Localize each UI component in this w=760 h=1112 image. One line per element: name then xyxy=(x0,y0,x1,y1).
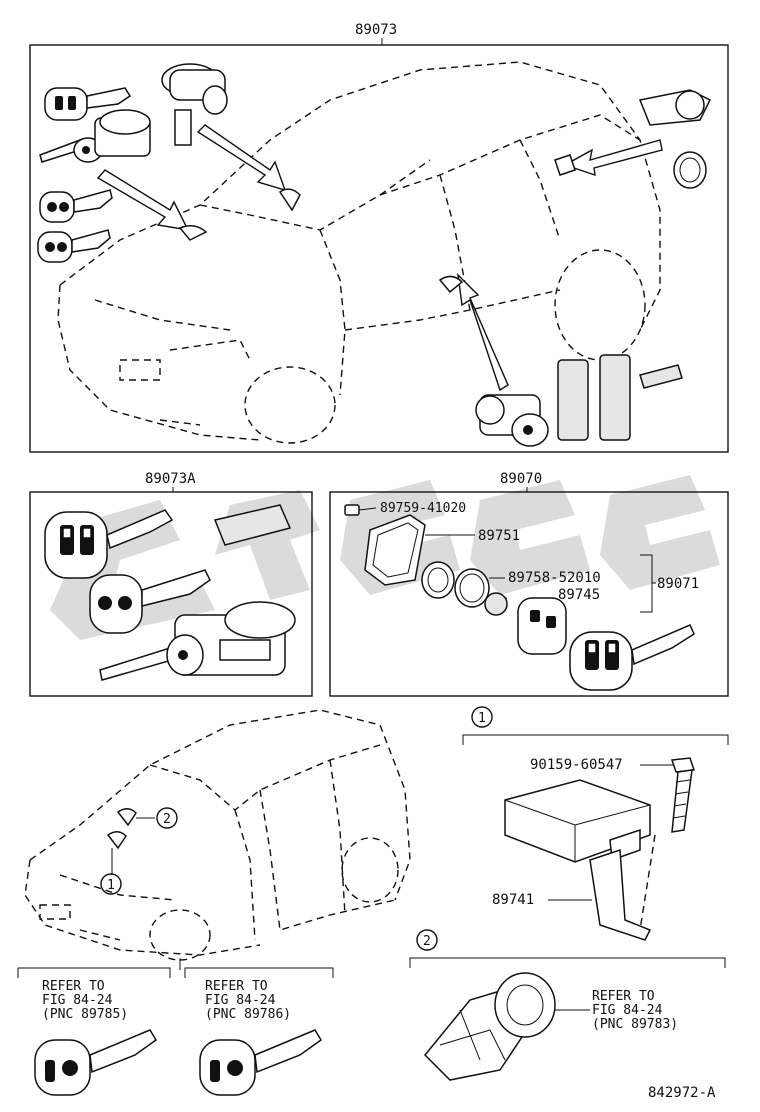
door-lock-cylinder xyxy=(475,394,549,447)
back-door-lock xyxy=(638,89,712,189)
ref-left-bracket xyxy=(17,967,171,978)
arrow-hood xyxy=(196,124,287,192)
cover-89751 xyxy=(364,514,426,586)
label-89741: 89741 xyxy=(492,892,534,908)
mount-point-2 xyxy=(116,808,137,827)
door-mount-point xyxy=(438,275,464,294)
hood-lock xyxy=(161,63,228,146)
detail-2-text: 2 xyxy=(423,934,431,949)
ref-left-line1: REFER TO xyxy=(42,979,105,994)
ref-mid-line1: REFER TO xyxy=(205,979,268,994)
arrow-door-left xyxy=(96,169,190,231)
ref-right-line1: REFER TO xyxy=(592,989,655,1004)
arrow-door-lock xyxy=(457,273,509,392)
back-door-mount xyxy=(554,154,576,176)
oring-89758-inner xyxy=(459,573,485,603)
bracket-89741 xyxy=(589,848,652,941)
callout-1-text: 1 xyxy=(107,878,115,893)
gasket-1 xyxy=(557,359,589,441)
arrow-back-door xyxy=(563,139,663,177)
ecu-module-89741 xyxy=(504,779,651,863)
ref-mid-line2: FIG 84-24 xyxy=(205,993,276,1008)
key-cylinder-top xyxy=(39,109,151,163)
ignition-cylinder-a xyxy=(99,601,296,681)
box-89073 xyxy=(29,44,729,453)
detail-1-callout xyxy=(471,706,493,728)
callout-2-text: 2 xyxy=(163,812,171,827)
key-a-2 xyxy=(89,569,211,634)
clip-ring-inner xyxy=(427,567,449,593)
label-89071: 89071 xyxy=(657,576,699,592)
remote-transmitter xyxy=(517,597,567,655)
detail-1-bracket xyxy=(462,734,729,745)
key-2 xyxy=(39,189,113,223)
key-1 xyxy=(44,87,132,121)
ref-mid-bracket xyxy=(184,967,334,978)
hood-mount-point xyxy=(278,188,301,212)
label-90159: 90159-60547 xyxy=(530,757,623,773)
detail-2-callout xyxy=(416,929,438,951)
callout-1 xyxy=(100,873,122,895)
label-89758: 89758-52010 xyxy=(508,570,601,586)
callout-2 xyxy=(156,807,178,829)
battery-89745 xyxy=(484,592,508,616)
label-89073: 89073 xyxy=(355,22,397,38)
box-89073A xyxy=(29,491,313,697)
cover-89751-inner xyxy=(372,522,419,578)
ref-mid-line3: (PNC 89786) xyxy=(205,1007,291,1022)
ref-left-line3: (PNC 89785) xyxy=(42,1007,128,1022)
ref-right-line3: (PNC 89783) xyxy=(592,1017,678,1032)
key-plate xyxy=(639,364,683,389)
ignition-switch-assembly xyxy=(423,972,556,1081)
label-89073A: 89073A xyxy=(145,471,196,487)
detail-2-bracket xyxy=(409,957,726,968)
bolt-line-dash xyxy=(639,834,656,931)
label-89759: 89759-41020 xyxy=(380,501,466,516)
ref-right-line2: FIG 84-24 xyxy=(592,1003,663,1018)
box-89070 xyxy=(329,491,729,697)
key-plate-a xyxy=(213,504,292,546)
key-ref-mid xyxy=(199,1029,322,1096)
mount-point-1 xyxy=(106,831,127,850)
key-remote-a xyxy=(44,509,174,579)
gasket-2 xyxy=(599,354,631,441)
label-89745: 89745 xyxy=(558,587,600,603)
cylinder-mount-point xyxy=(178,225,208,241)
bolt-90159 xyxy=(670,757,696,833)
label-89751: 89751 xyxy=(478,528,520,544)
key-ref-left xyxy=(34,1029,157,1096)
detail-1-text: 1 xyxy=(478,711,486,726)
diagram-code: 842972-A xyxy=(648,1085,716,1101)
key-3 xyxy=(37,229,111,263)
label-89070: 89070 xyxy=(500,471,542,487)
screw-89759 xyxy=(344,504,377,516)
ref-left-line2: FIG 84-24 xyxy=(42,993,113,1008)
clip-ring xyxy=(421,561,455,599)
car-illustration-top xyxy=(57,61,661,444)
car-illustration-bottom xyxy=(24,709,411,961)
key-remote-b xyxy=(569,624,695,691)
